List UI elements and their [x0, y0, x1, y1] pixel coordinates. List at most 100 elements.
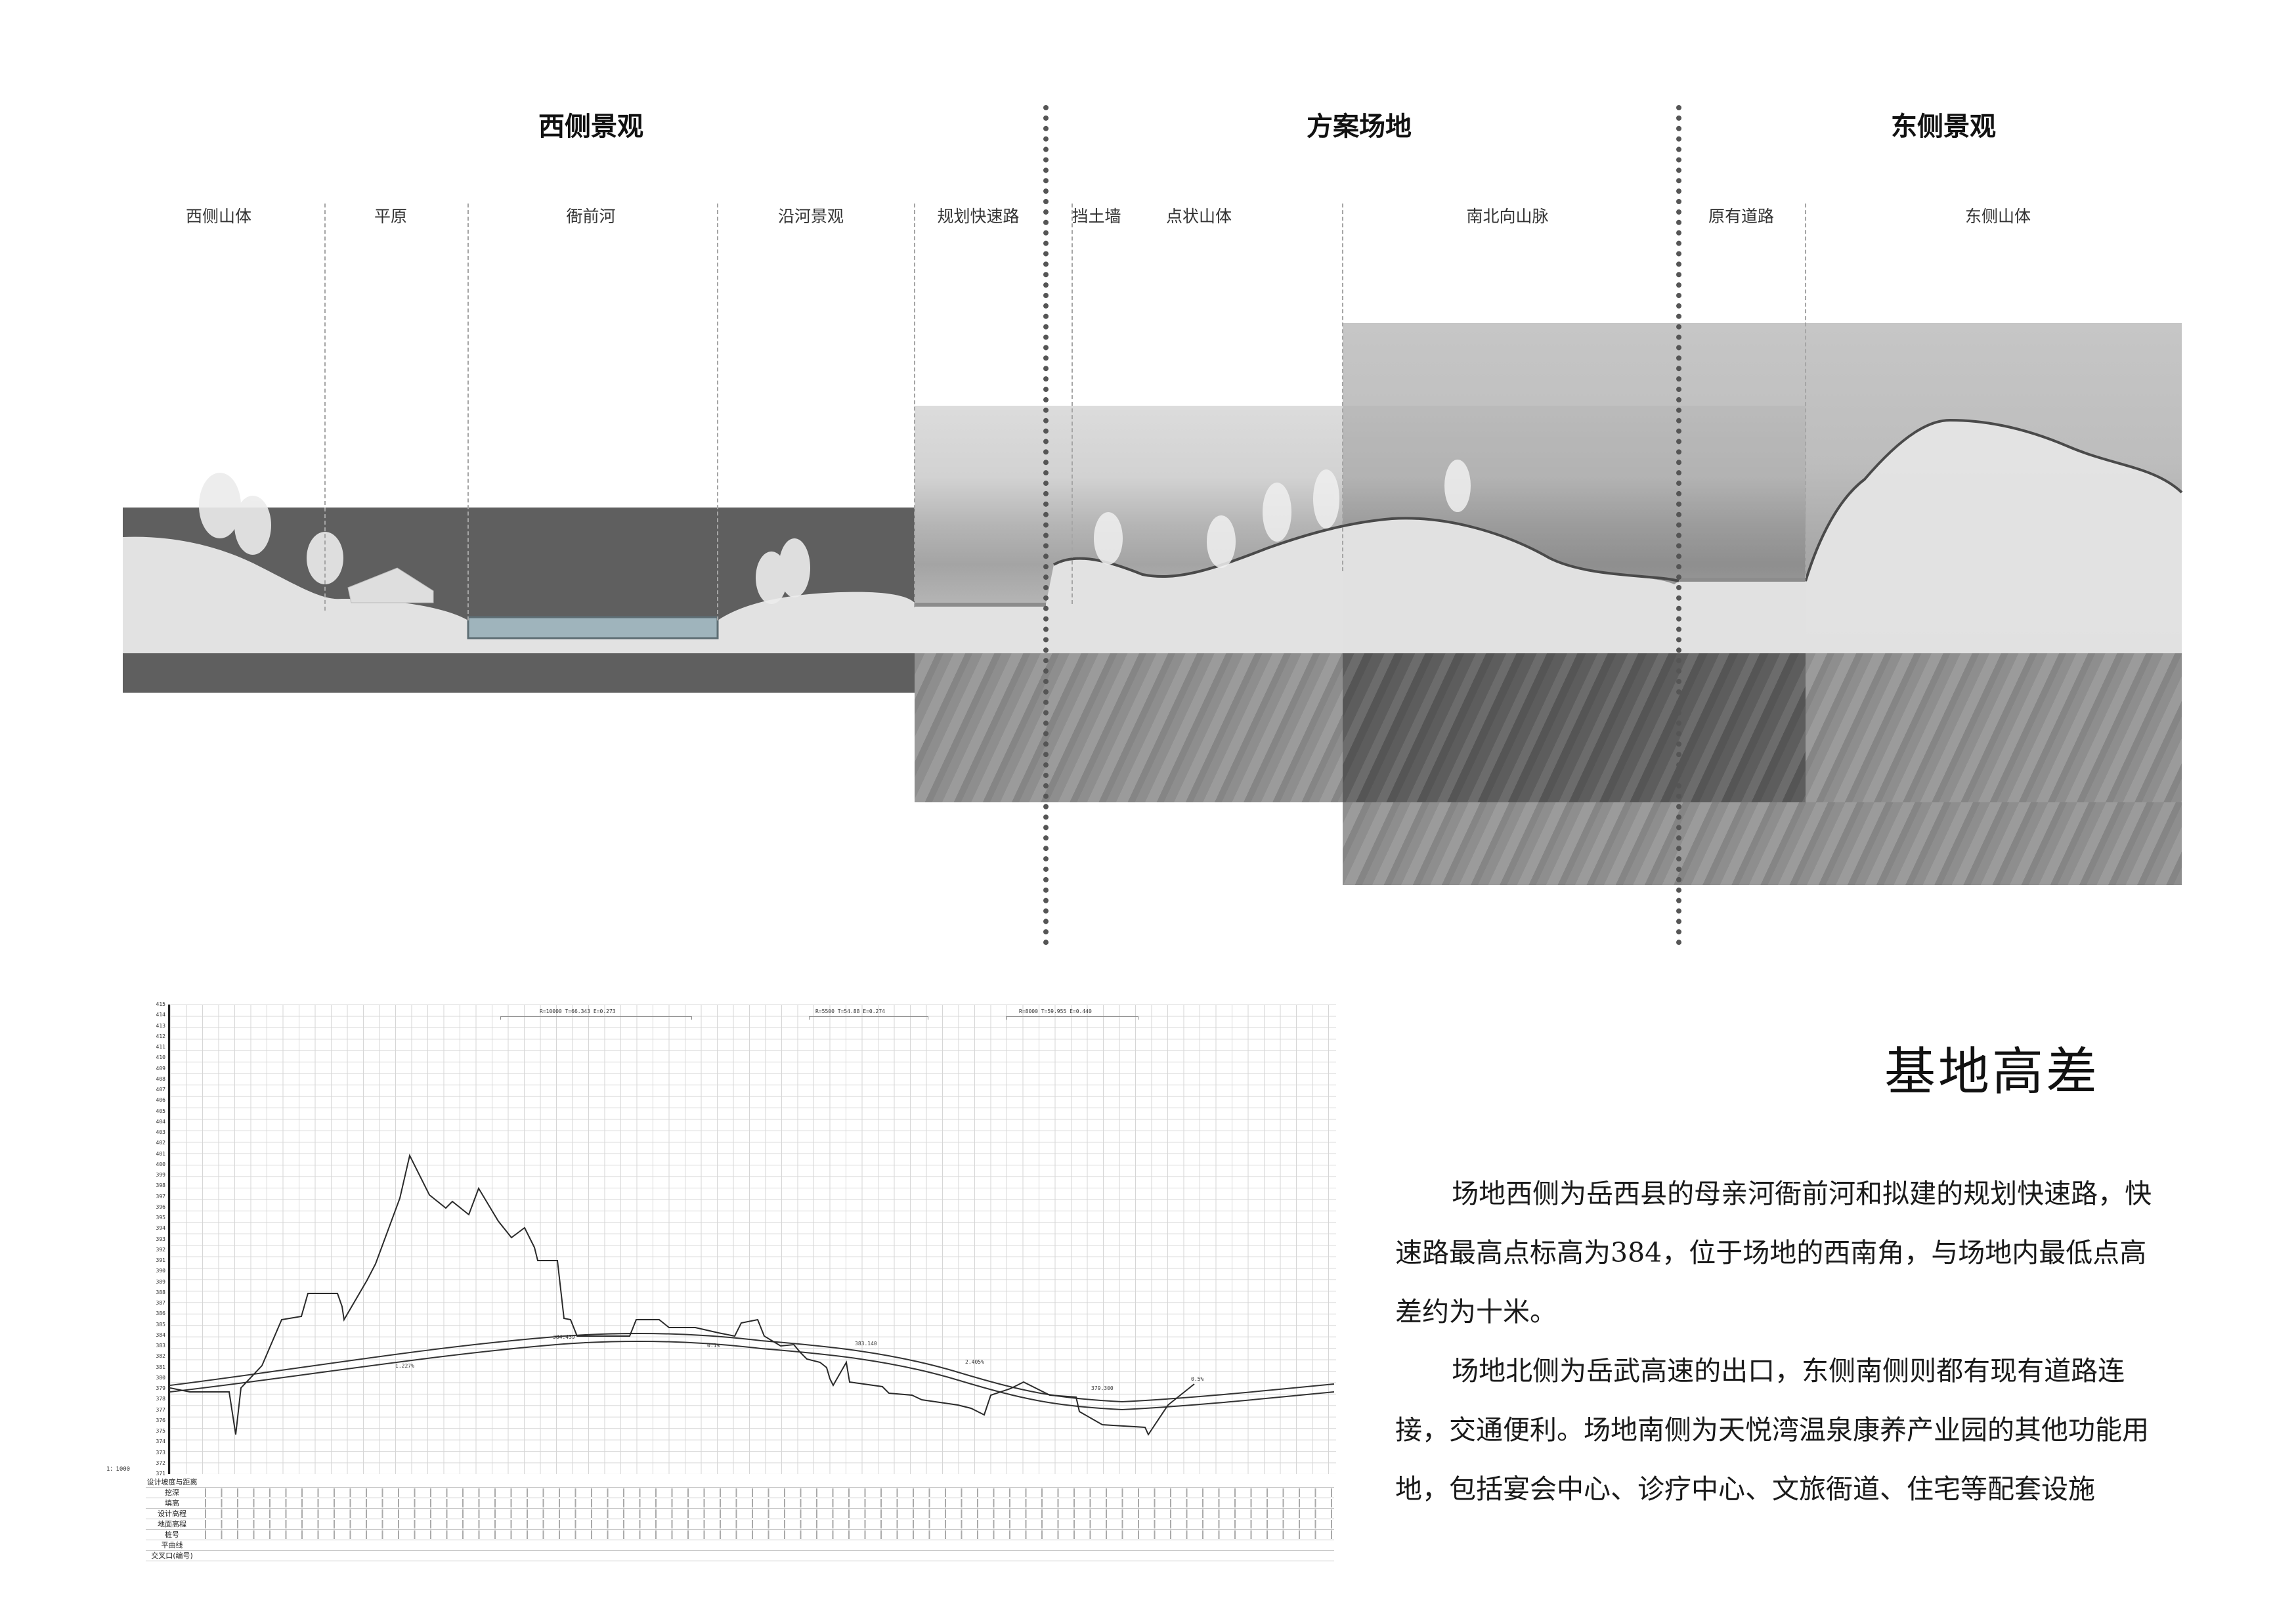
- y-tick-label: 381: [156, 1364, 165, 1370]
- tree-icons-west: [199, 473, 810, 604]
- divider-small: [914, 204, 915, 607]
- y-tick-label: 401: [156, 1150, 165, 1157]
- row-header: 挖深: [165, 1488, 179, 1497]
- y-tick-label: 382: [156, 1353, 165, 1360]
- table-row: 交叉口(编号): [146, 1551, 1334, 1561]
- curve-annotation: R=5500 T=54.88 E=0.274: [815, 1008, 885, 1014]
- label-riverside-landscape: 沿河景观: [777, 207, 844, 226]
- row-values: [205, 1499, 1334, 1507]
- label-point-mountain: 点状山体: [1165, 207, 1232, 226]
- y-tick-label: 405: [156, 1108, 165, 1114]
- y-tick-label: 398: [156, 1182, 165, 1189]
- y-tick-label: 404: [156, 1118, 165, 1125]
- y-tick-label: 386: [156, 1310, 165, 1317]
- divider-small: [467, 204, 469, 620]
- curve-bracket: [500, 1016, 692, 1020]
- profile-lines: [170, 1154, 1334, 1437]
- table-row: 设计高程: [146, 1509, 1334, 1519]
- y-tick-label: 407: [156, 1087, 165, 1093]
- y-tick-label: 371: [156, 1471, 165, 1477]
- label-existing-road: 原有道路: [1708, 207, 1775, 226]
- curve-bracket: [1006, 1016, 1138, 1020]
- y-tick-label: 392: [156, 1246, 165, 1253]
- west-terrain: [123, 536, 915, 653]
- planned-expressway-surface: [915, 603, 1046, 607]
- y-tick-label: 390: [156, 1268, 165, 1274]
- curve-bracket: [809, 1016, 928, 1020]
- label-plain: 平原: [374, 207, 408, 226]
- y-tick-label: 397: [156, 1193, 165, 1200]
- row-header: 地面高程: [158, 1520, 186, 1528]
- row-values: [205, 1520, 1334, 1528]
- barn-icon: [347, 567, 434, 603]
- y-tick-label: 403: [156, 1129, 165, 1135]
- divider-small: [324, 204, 326, 611]
- design-elevation-line: [170, 1332, 1334, 1403]
- y-tick-label: 380: [156, 1374, 165, 1381]
- description-paragraph: 场地西侧为岳西县的母亲河衙前河和拟建的规划快速路，快速路最高点标高为384，位于…: [1395, 1178, 2152, 1328]
- section-title-west: 西侧景观: [538, 112, 643, 142]
- horizontal-scale-label: 1：1000: [106, 1466, 131, 1473]
- label-ns-ridge: 南北向山脉: [1466, 207, 1549, 226]
- y-tick-label: 374: [156, 1439, 165, 1445]
- divider-small: [1072, 204, 1073, 604]
- label-river: 衙前河: [566, 207, 616, 226]
- y-tick-label: 412: [156, 1033, 165, 1039]
- grade-label: 0.1%: [707, 1343, 720, 1349]
- divider-west-site: [1043, 105, 1049, 945]
- y-tick-label: 373: [156, 1449, 165, 1456]
- row-header: 设计高程: [158, 1509, 186, 1518]
- grade-label: 2.405%: [965, 1359, 984, 1365]
- vertex-label: 379.300: [1091, 1385, 1114, 1391]
- design-elevation-line-lower: [170, 1340, 1334, 1411]
- y-tick-label: 408: [156, 1075, 165, 1082]
- terrain-outline: [1053, 517, 1679, 582]
- vertex-label: 383.140: [855, 1341, 877, 1347]
- y-tick-label: 375: [156, 1428, 165, 1434]
- ground-elevation-line: [170, 1154, 1195, 1437]
- table-row: 设计坡度与距离: [146, 1477, 1334, 1488]
- east-terrain-outline: [1804, 418, 2183, 582]
- y-tick-label: 409: [156, 1065, 165, 1071]
- row-header: 设计坡度与距离: [146, 1478, 198, 1486]
- y-tick-label: 400: [156, 1161, 165, 1167]
- y-tick-label: 383: [156, 1343, 165, 1349]
- profile-grid: [168, 1005, 1336, 1474]
- y-tick-label: 389: [156, 1278, 165, 1285]
- y-tick-label: 377: [156, 1406, 165, 1413]
- y-tick-label: 396: [156, 1203, 165, 1210]
- y-tick-label: 372: [156, 1460, 165, 1466]
- river-water: [467, 616, 719, 639]
- description-title: 基地高差: [1884, 1043, 2100, 1102]
- y-tick-label: 385: [156, 1321, 165, 1328]
- row-values: [205, 1488, 1334, 1497]
- existing-road-surface: [1679, 578, 1806, 582]
- y-tick-label: 384: [156, 1331, 165, 1338]
- aerial-photo-lower: [1343, 802, 2182, 885]
- y-tick-label: 415: [156, 1001, 165, 1007]
- y-tick-label: 378: [156, 1396, 165, 1402]
- row-values: [205, 1530, 1334, 1539]
- row-header: 填高: [165, 1499, 179, 1507]
- profile-data-table: 设计坡度与距离 挖深 填高 设计高程 地面高程 桩号 平曲线 交叉口(编号): [146, 1477, 1334, 1561]
- aerial-photo-west: [915, 653, 1343, 802]
- site-terrain: [915, 420, 2182, 653]
- y-tick-label: 394: [156, 1225, 165, 1232]
- y-tick-label: 413: [156, 1022, 165, 1029]
- y-tick-label: 391: [156, 1257, 165, 1263]
- label-retaining-wall: 挡土墙: [1072, 207, 1121, 226]
- y-tick-label: 411: [156, 1044, 165, 1050]
- table-row: 平曲线: [146, 1540, 1334, 1551]
- grade-label: 1.227%: [395, 1363, 414, 1369]
- y-tick-label: 393: [156, 1236, 165, 1242]
- curve-annotation: R=8000 T=59.955 E=0.440: [1019, 1008, 1092, 1014]
- divider-small: [717, 204, 718, 620]
- section-title-east: 东侧景观: [1891, 112, 1996, 142]
- table-row: 桩号: [146, 1530, 1334, 1540]
- y-tick-label: 376: [156, 1417, 165, 1423]
- y-tick-label: 402: [156, 1140, 165, 1146]
- vertex-label: 384.439: [553, 1334, 575, 1340]
- table-row: 填高: [146, 1498, 1334, 1509]
- label-east-mountain: 东侧山体: [1964, 207, 2031, 226]
- row-values: [205, 1509, 1334, 1518]
